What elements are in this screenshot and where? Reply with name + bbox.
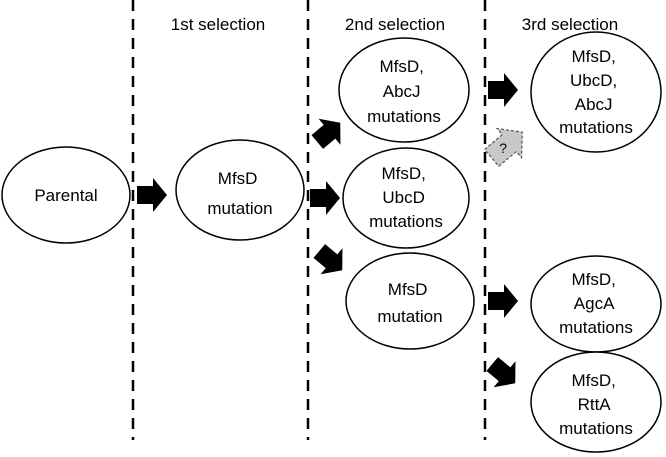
stage-header-3: 3rd selection (522, 15, 618, 34)
stage-header-1: 1st selection (171, 15, 266, 34)
arrow-s2-abcj-to-s3 (488, 73, 518, 107)
stage-header-2: 2nd selection (345, 15, 445, 34)
node-s2-mfsd-abcj-label: MfsD, AbcJ mutations (367, 57, 441, 126)
node-s3-mfsd-agca-label: MfsD, AgcA mutations (559, 270, 633, 337)
node-s2-mfsd-abcj-ellipse (338, 37, 470, 143)
arrow-s2-mfsd-to-agca (488, 284, 518, 318)
uncertain-arrow-label: ? (499, 140, 507, 156)
node-parental-ellipse (1, 146, 131, 244)
node-s3-mfsd-rtta-label: MfsD, RttA mutations (559, 371, 633, 438)
arrow-s1-to-s2-ubcd (310, 181, 340, 215)
node-s1-mfsd-ellipse (175, 139, 305, 241)
node-s2-mfsd-ubcd-label: MfsD, UbcD mutations (369, 164, 443, 231)
node-s1-mfsd-label: MfsD mutation (207, 169, 272, 218)
node-s2-mfsd-ubcd-ellipse (342, 147, 470, 249)
arrow-s1-to-s2-mfsd (313, 244, 343, 275)
arrow-s2-mfsd-to-rtta (486, 357, 516, 388)
node-s3-mfsd-ubcd-abcj-label: MfsD, UbcD, AbcJ mutations (559, 47, 633, 137)
node-s2-mfsd-label: MfsD mutation (377, 280, 442, 326)
arrow-s1-to-s2-abcj (311, 118, 341, 149)
node-s3-mfsd-ubcd-abcj-ellipse (530, 31, 662, 153)
arrow-parental-to-s1 (137, 178, 167, 212)
node-parental-label: Parental (34, 186, 97, 205)
node-s2-mfsd-ellipse (345, 252, 475, 350)
node-s3-mfsd-rtta-ellipse (530, 351, 662, 453)
uncertain-arrow-s2-ubcd-to-s3: ? (483, 127, 523, 168)
